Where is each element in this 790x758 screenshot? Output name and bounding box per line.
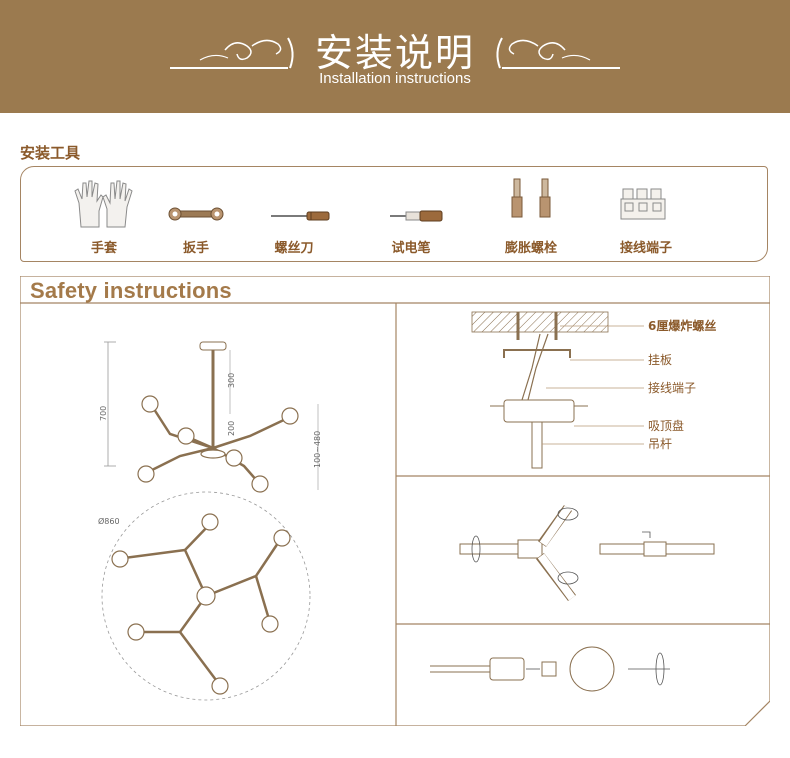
callout-bolt: 6厘爆炸螺丝 <box>648 318 716 333</box>
safety-title: Safety instructions <box>30 278 232 303</box>
callout-plate: 挂板 <box>648 353 672 367</box>
tools-heading: 安装工具 <box>20 144 81 162</box>
arm-assembly-diagram <box>459 505 715 602</box>
expansion-bolt-icon <box>511 178 551 218</box>
test-pen-icon <box>390 210 443 222</box>
ceiling-mount-diagram <box>471 311 644 469</box>
chandelier-side-view: 700 300 200 100~480 <box>99 341 322 493</box>
chandelier-top-view: Ø860 <box>98 491 311 701</box>
tool-gloves: 手套 <box>59 173 149 257</box>
tool-wrench: 扳手 <box>151 173 241 257</box>
tool-screwdriver: 螺丝刀 <box>249 173 339 257</box>
screwdriver-icon <box>271 211 330 221</box>
callout-terminal: 接线端子 <box>648 380 696 395</box>
tool-expansion-bolt: 膨胀螺栓 <box>486 173 576 257</box>
dim-rod-upper: 300 <box>227 373 236 388</box>
callout-rod: 吊杆 <box>648 437 672 451</box>
tool-label: 手套 <box>90 241 117 256</box>
safety-frame: 700 300 200 100~480 <box>20 276 770 726</box>
tool-terminal-block: 接线端子 <box>601 173 691 257</box>
left-ornament-icon <box>170 37 294 69</box>
tool-label: 扳手 <box>182 241 209 256</box>
gloves-icon <box>74 180 133 228</box>
tool-test-pen: 试电笔 <box>366 173 456 257</box>
dim-rod-lower: 200 <box>227 421 236 436</box>
tool-label: 试电笔 <box>391 241 431 256</box>
dim-drop-range: 100~480 <box>313 431 322 468</box>
banner-subtitle: Installation instructions <box>319 70 471 87</box>
tool-label: 接线端子 <box>619 241 672 256</box>
tools-panel: 手套 扳手 螺丝刀 试电笔 <box>20 166 768 262</box>
dim-diameter: Ø860 <box>98 516 120 526</box>
bulb-install-diagram <box>430 646 670 692</box>
wrench-icon <box>168 207 224 221</box>
tool-label: 膨胀螺栓 <box>504 241 557 256</box>
banner-title: 安装说明 <box>314 31 475 75</box>
header-banner: 安装说明 Installation instructions <box>0 0 790 113</box>
right-ornament-icon <box>496 37 620 69</box>
tool-label: 螺丝刀 <box>274 241 314 256</box>
terminal-block-icon <box>620 188 666 220</box>
safety-section: 700 300 200 100~480 <box>20 276 770 726</box>
dim-height-total: 700 <box>99 406 108 421</box>
callout-canopy: 吸顶盘 <box>648 418 684 433</box>
